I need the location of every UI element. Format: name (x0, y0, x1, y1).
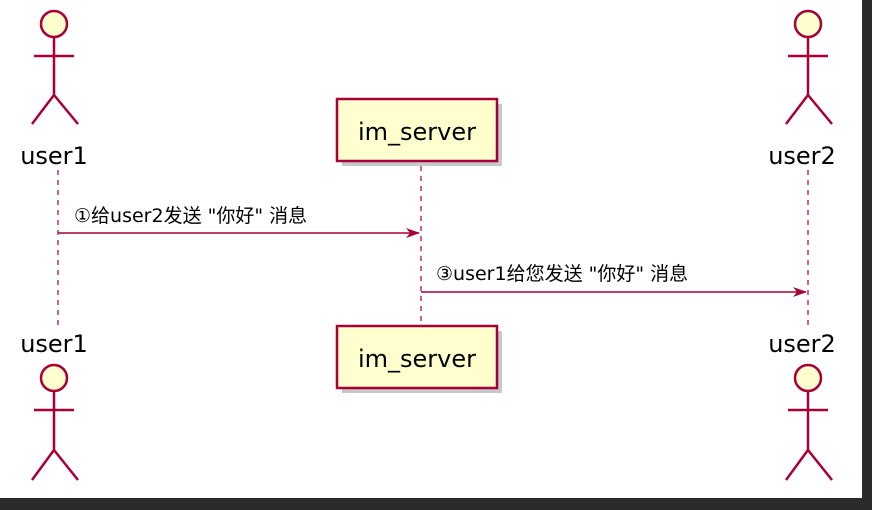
participant-im-server-bottom: im_server (335, 324, 502, 393)
window-frame-right (862, 0, 872, 510)
participant-im-server-bottom-label: im_server (358, 345, 476, 373)
actor-user2-top-icon (785, 9, 833, 125)
sequence-diagram: user1 user2 im_server ①给user2发送 "你好" 消息 … (20, 9, 836, 481)
message-1-label: ①给user2发送 "你好" 消息 (74, 205, 307, 227)
participant-im-server-top: im_server (335, 97, 502, 166)
actor-user1-top-label: user1 (20, 142, 88, 170)
message-2-label: ③user1给您发送 "你好" 消息 (436, 263, 688, 285)
window-frame-bottom (0, 498, 872, 510)
actor-user1-bottom-icon (30, 363, 79, 481)
actor-user2-bottom-icon (784, 363, 833, 481)
actor-user2-top-label: user2 (768, 142, 836, 170)
actor-user1-top-icon (31, 9, 79, 125)
diagram-canvas: user1 user2 im_server ①给user2发送 "你好" 消息 … (0, 0, 862, 498)
participant-im-server-top-label: im_server (358, 118, 476, 146)
actor-user2-bottom-label: user2 (768, 330, 836, 358)
actor-user1-bottom-label: user1 (20, 330, 88, 358)
